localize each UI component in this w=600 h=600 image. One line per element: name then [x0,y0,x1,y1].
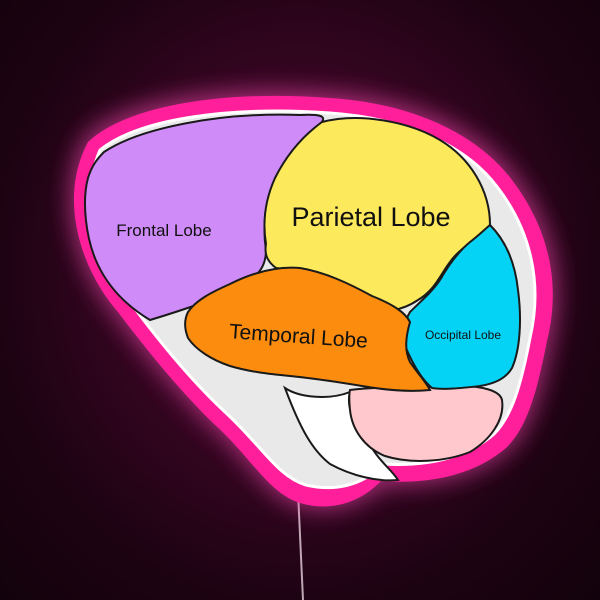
frontal-lobe [84,113,325,322]
brainstem [282,385,400,482]
temporal-lobe [184,266,432,392]
occipital-lobe-label: Occipital Lobe [425,328,501,342]
frontal-lobe-label: Frontal Lobe [116,221,211,240]
parietal-lobe-label: Parietal Lobe [291,202,450,232]
